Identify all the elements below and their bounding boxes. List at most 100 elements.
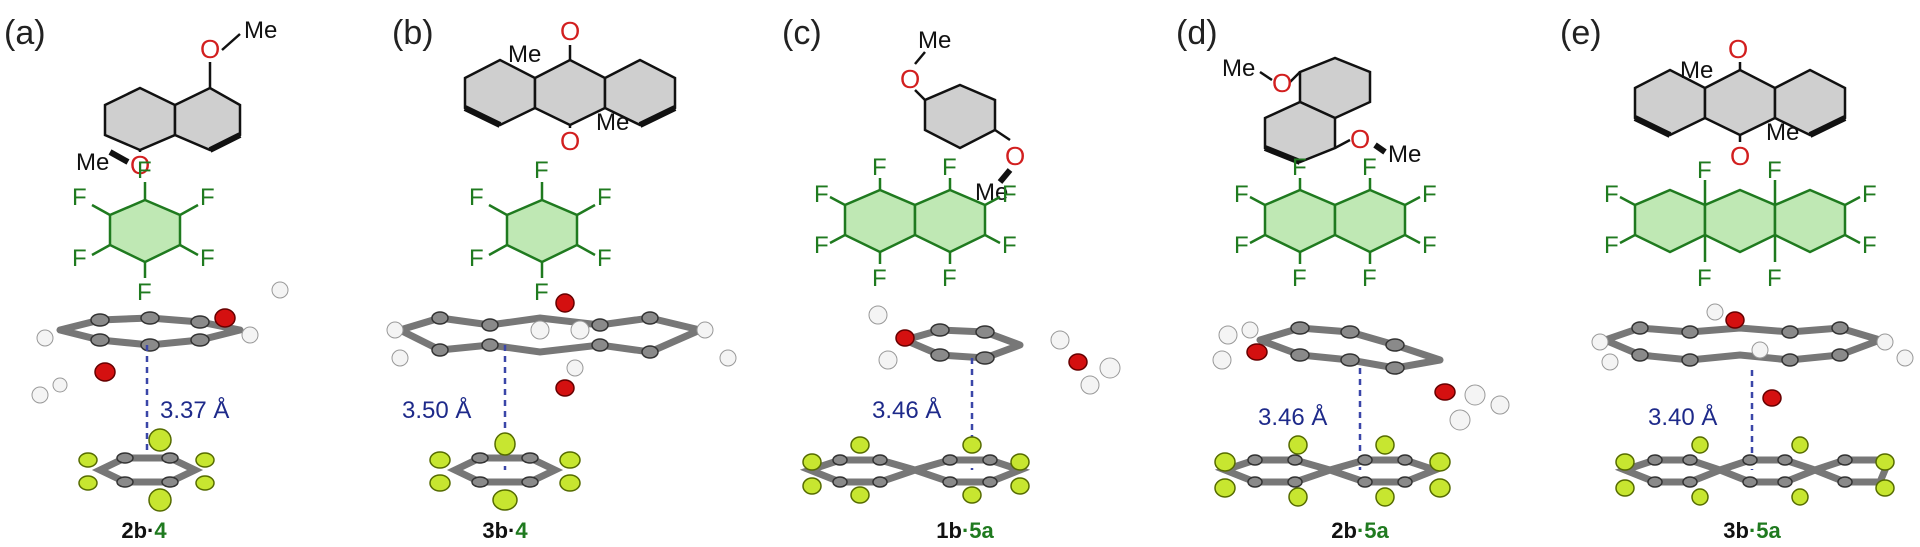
crystal-structure-b: 3.50 Å: [386, 293, 737, 511]
fluorine-label: F: [1234, 232, 1249, 259]
donor-structure-a: O Me O Me: [76, 17, 277, 180]
panel-label-b: (b): [392, 14, 434, 52]
complex-dot: ·: [1749, 518, 1756, 543]
fluorine-label: F: [1292, 154, 1307, 181]
fluorine-label: F: [1234, 181, 1249, 208]
methyl-label: Me: [918, 27, 951, 54]
fluorine-label: F: [72, 245, 87, 272]
panel-c: (c) O Me O Me F F F F F: [782, 14, 1121, 543]
fluorine-label: F: [942, 154, 957, 181]
fluorine-label: F: [1862, 232, 1877, 259]
compound-label-e: 3b·5a: [1723, 518, 1781, 543]
fluorine-label: F: [469, 245, 484, 272]
fluorine-label: F: [1362, 265, 1377, 292]
fluorine-label: F: [1422, 181, 1437, 208]
methyl-label: Me: [596, 109, 629, 136]
fluorine-label: F: [72, 184, 87, 211]
acceptor-structure-e: F F F F F F F F: [1604, 157, 1877, 292]
oxygen-label: O: [560, 16, 580, 46]
oxygen-label: O: [1728, 34, 1748, 64]
fluorine-label: F: [534, 279, 549, 306]
fluorine-label: F: [1767, 265, 1782, 292]
compound-acceptor: 4: [154, 518, 167, 543]
oxygen-label: O: [130, 150, 150, 180]
acceptor-structure-a: F F F F F F: [72, 157, 215, 306]
compound-donor: 3b: [482, 518, 508, 543]
compound-label-c: 1b·5a: [936, 518, 994, 543]
fluorine-label: F: [597, 184, 612, 211]
panel-e: (e) O Me O Me F F: [1560, 14, 1914, 543]
fluorine-label: F: [200, 184, 215, 211]
oxygen-label: O: [200, 34, 220, 64]
distance-label-b: 3.50 Å: [402, 396, 471, 424]
fluorine-label: F: [1767, 157, 1782, 184]
fluorine-label: F: [1292, 265, 1307, 292]
panel-label-a: (a): [4, 14, 46, 52]
compound-donor: 2b: [1331, 518, 1357, 543]
compound-acceptor: 5a: [1364, 518, 1389, 543]
donor-structure-c: O Me O Me: [900, 27, 1025, 206]
distance-label-a: 3.37 Å: [160, 396, 229, 424]
oxygen-label: O: [1272, 68, 1292, 98]
fluorine-label: F: [200, 245, 215, 272]
distance-label-c: 3.46 Å: [872, 396, 941, 424]
crystal-structure-e: 3.40 Å: [1591, 303, 1914, 506]
complex-dot: ·: [1357, 518, 1364, 543]
crystal-structure-d: 3.46 Å: [1212, 321, 1510, 507]
complex-dot: ·: [962, 518, 969, 543]
donor-structure-e: O Me O Me: [1633, 34, 1847, 171]
methyl-label: Me: [1766, 119, 1799, 146]
panel-label-d: (d): [1176, 14, 1218, 52]
oxygen-label: O: [1730, 141, 1750, 171]
panel-d: (d) O Me O Me F F F: [1176, 14, 1510, 543]
fluorine-label: F: [872, 265, 887, 292]
methyl-label: Me: [244, 17, 277, 44]
oxygen-label: O: [1005, 141, 1025, 171]
compound-donor: 1b: [936, 518, 962, 543]
compound-label-b: 3b·4: [482, 518, 528, 543]
acceptor-structure-b: F F F F F F: [469, 157, 612, 306]
panel-a: (a) O Me O Me F F F F F F: [4, 14, 289, 543]
panel-label-e: (e): [1560, 14, 1602, 52]
crystal-structure-a: 3.37 Å: [31, 281, 289, 512]
methyl-label: Me: [1680, 57, 1713, 84]
methyl-label: Me: [76, 149, 109, 176]
complex-dot: ·: [147, 518, 154, 543]
methyl-label: Me: [508, 41, 541, 68]
fluorine-label: F: [1422, 232, 1437, 259]
compound-acceptor: 5a: [969, 518, 994, 543]
fluorine-label: F: [137, 157, 152, 184]
fluorine-label: F: [1362, 154, 1377, 181]
fluorine-label: F: [469, 184, 484, 211]
oxygen-label: O: [560, 126, 580, 156]
compound-donor: 2b: [121, 518, 147, 543]
compound-donor: 3b: [1723, 518, 1749, 543]
donor-structure-d: O Me O Me: [1222, 55, 1421, 168]
fluorine-label: F: [814, 232, 829, 259]
complex-dot: ·: [508, 518, 515, 543]
fluorine-label: F: [1697, 157, 1712, 184]
methyl-label: Me: [1388, 141, 1421, 168]
fluorine-label: F: [1697, 265, 1712, 292]
compound-label-d: 2b·5a: [1331, 518, 1389, 543]
fluorine-label: F: [1002, 181, 1017, 208]
oxygen-label: O: [900, 64, 920, 94]
fluorine-label: F: [597, 245, 612, 272]
acceptor-structure-d: F F F F F F F F: [1234, 154, 1437, 292]
compound-acceptor: 5a: [1756, 518, 1781, 543]
distance-label-d: 3.46 Å: [1258, 403, 1327, 431]
distance-label-e: 3.40 Å: [1648, 403, 1717, 431]
oxygen-label: O: [1350, 124, 1370, 154]
compound-label-a: 2b·4: [121, 518, 167, 543]
fluorine-label: F: [872, 154, 887, 181]
fluorine-label: F: [1604, 232, 1619, 259]
acceptor-structure-c: F F F F F F F F: [814, 154, 1017, 292]
compound-acceptor: 4: [515, 518, 528, 543]
fluorine-label: F: [1002, 232, 1017, 259]
panel-b: (b) O Me O Me F F F F F F: [386, 14, 737, 543]
methyl-label: Me: [1222, 55, 1255, 82]
fluorine-label: F: [1604, 181, 1619, 208]
crystal-structure-c: 3.46 Å: [799, 305, 1121, 504]
fluorine-label: F: [534, 157, 549, 184]
